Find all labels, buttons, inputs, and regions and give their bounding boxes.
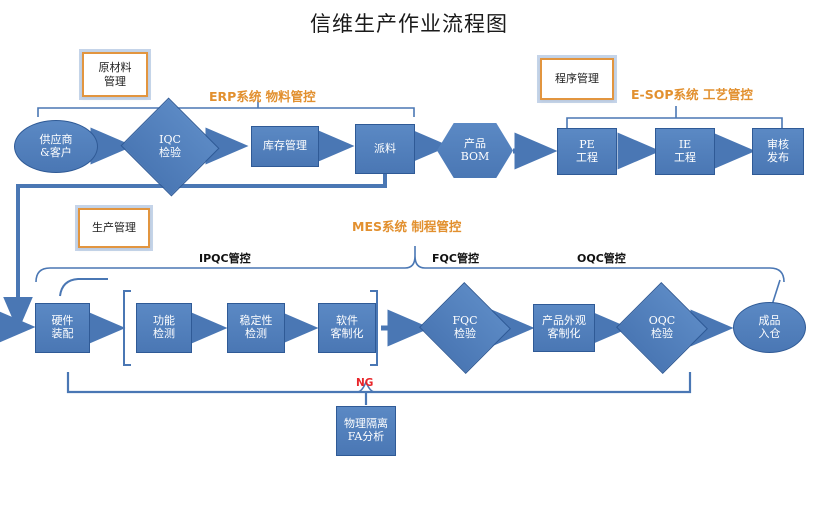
system-label-esop: E-SOP系统 工艺管控 xyxy=(631,87,753,102)
node-product-bom[interactable]: 产品 BOM xyxy=(437,123,513,178)
node-label: 库存管理 xyxy=(263,139,307,153)
callout-label: 程序管理 xyxy=(555,72,599,86)
callout-raw-material-management: 原材料 管理 xyxy=(82,52,148,97)
erp-bracket xyxy=(37,107,415,117)
node-inventory-management[interactable]: 库存管理 xyxy=(251,126,319,167)
system-label-erp: ERP系统 物料管控 xyxy=(209,89,316,104)
node-label: 稳定性 检测 xyxy=(239,314,273,340)
node-label: 产品外观 客制化 xyxy=(542,314,586,340)
node-function-test[interactable]: 功能 检测 xyxy=(136,303,192,353)
qc-label-fqc: FQC管控 xyxy=(432,252,479,265)
node-fqc-inspection[interactable]: FQC 检验 xyxy=(419,282,511,374)
ipqc-bracket-left xyxy=(123,290,131,366)
node-product-appearance-customization[interactable]: 产品外观 客制化 xyxy=(533,304,595,352)
node-label: PE 工程 xyxy=(576,137,598,164)
ng-label: NG xyxy=(356,377,374,389)
node-label: 硬件 装配 xyxy=(51,314,74,340)
node-iqc-inspection[interactable]: IQC 检验 xyxy=(120,97,220,197)
node-material-dispatch[interactable]: 派料 xyxy=(355,124,415,174)
system-label-mes: MES系统 制程管控 xyxy=(352,219,462,234)
node-label: FQC 检验 xyxy=(452,314,478,340)
node-label: IQC 检验 xyxy=(159,133,181,159)
node-hardware-assembly[interactable]: 硬件 装配 xyxy=(35,303,90,353)
node-label: 成品 入仓 xyxy=(758,313,781,340)
qc-label-oqc: OQC管控 xyxy=(577,252,626,265)
node-label: 物理隔离 FA分析 xyxy=(344,417,388,443)
assembly-feed-curve xyxy=(59,278,108,297)
node-physical-isolation-fa-analysis[interactable]: 物理隔离 FA分析 xyxy=(336,406,396,456)
callout-production-management: 生产管理 xyxy=(78,208,150,248)
node-ie-engineering[interactable]: IE 工程 xyxy=(655,128,715,175)
qc-label-ipqc: IPQC管控 xyxy=(199,252,251,265)
mes-brace xyxy=(35,255,785,283)
node-supplier-customer[interactable]: 供应商 &客户 xyxy=(14,120,98,173)
callout-label: 原材料 管理 xyxy=(98,60,132,88)
node-finished-goods-warehouse[interactable]: 成品 入仓 xyxy=(733,302,806,353)
node-label: 审核 发布 xyxy=(767,137,789,164)
node-label: IE 工程 xyxy=(674,137,696,164)
node-pe-engineering[interactable]: PE 工程 xyxy=(557,128,617,175)
page-title: 信维生产作业流程图 xyxy=(310,12,508,36)
node-label: 功能 检测 xyxy=(153,314,175,340)
node-stability-test[interactable]: 稳定性 检测 xyxy=(227,303,285,353)
dispatch-return-path xyxy=(16,174,387,318)
node-label: 产品 BOM xyxy=(460,136,490,163)
esop-bracket xyxy=(566,117,783,128)
node-label: OQC 检验 xyxy=(648,314,676,340)
callout-program-management: 程序管理 xyxy=(540,58,614,100)
node-label: 派料 xyxy=(374,141,396,155)
node-software-customization[interactable]: 软件 客制化 xyxy=(318,303,376,353)
node-review-release[interactable]: 审核 发布 xyxy=(752,128,804,175)
ng-loop-line xyxy=(66,372,692,394)
node-label: 软件 客制化 xyxy=(330,314,364,340)
node-oqc-inspection[interactable]: OQC 检验 xyxy=(616,282,708,374)
node-label: 供应商 &客户 xyxy=(39,132,73,159)
callout-label: 生产管理 xyxy=(92,221,136,235)
